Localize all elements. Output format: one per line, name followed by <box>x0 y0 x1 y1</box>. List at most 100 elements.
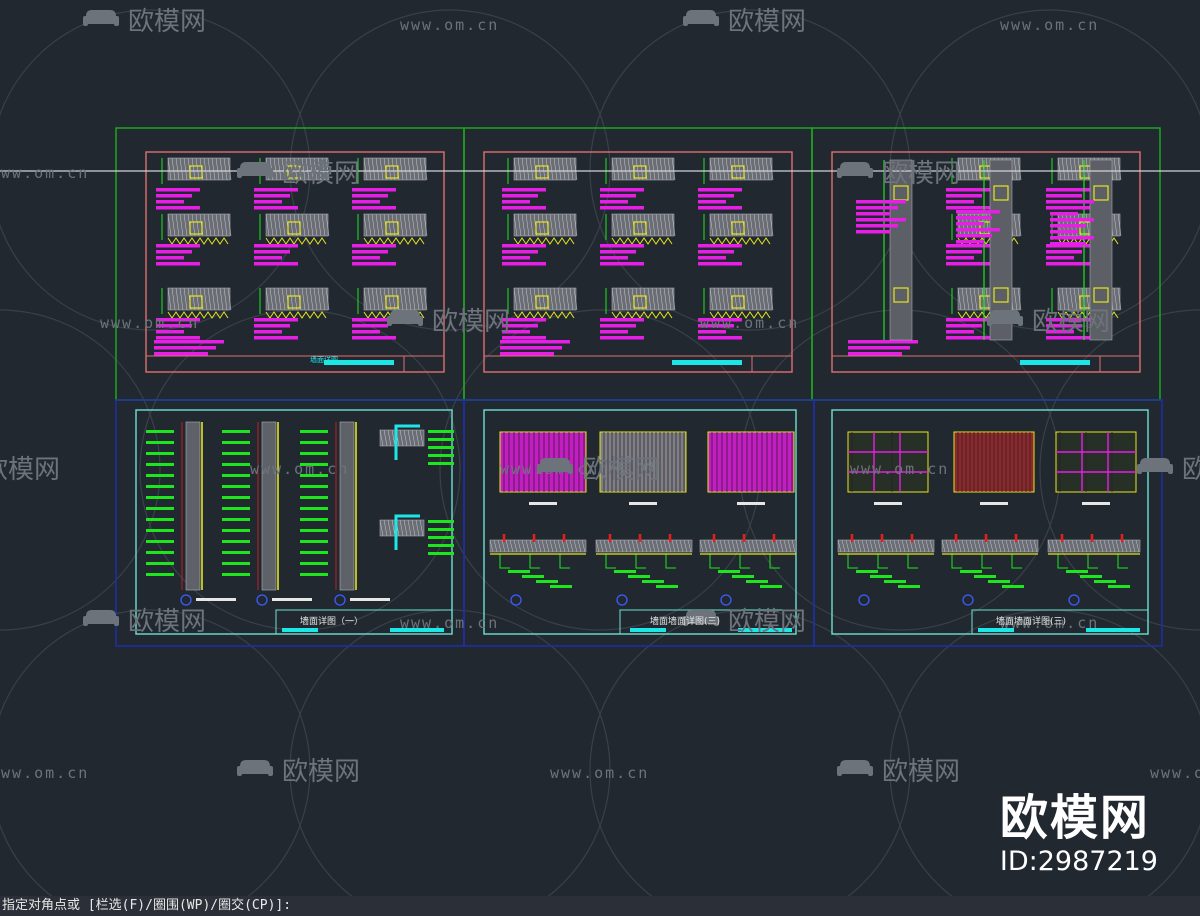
hatch-line <box>921 539 926 553</box>
hatch-line <box>399 157 404 181</box>
connector <box>635 554 646 569</box>
hatch-line <box>647 287 652 311</box>
hatch-line <box>387 429 392 447</box>
panel-label <box>1082 502 1110 505</box>
title-block-bar <box>324 360 394 365</box>
hatch-line <box>631 539 636 553</box>
hatch-line <box>885 539 890 553</box>
yellow-node <box>385 221 399 235</box>
hatch-line <box>1021 539 1026 553</box>
sofa-logo-icon <box>990 310 1020 324</box>
title-block-bar <box>1086 628 1140 632</box>
hatch-line <box>1079 539 1084 553</box>
annotation-label <box>856 200 906 204</box>
hatch-line <box>703 539 708 553</box>
watermark-url: www.om.cn <box>1000 16 1099 34</box>
hatch-line <box>293 157 298 181</box>
connector <box>529 554 540 569</box>
annotation-label <box>222 573 250 576</box>
hatch-line <box>973 287 978 311</box>
annotation-label <box>856 212 890 216</box>
hatch-line <box>1055 539 1060 553</box>
hatch-line <box>399 287 404 311</box>
annotation-label <box>946 336 990 340</box>
hatch-line <box>853 539 858 553</box>
hatch-line <box>175 287 180 311</box>
hatch-line <box>957 287 962 311</box>
annotation-label <box>300 507 328 510</box>
hatch-line <box>419 429 424 447</box>
hatch-line <box>379 157 384 181</box>
panel-label <box>737 502 765 505</box>
command-line[interactable]: 指定对角点或 [栏选(F)/圈围(WP)/圈交(CP)]: <box>0 896 1200 916</box>
hatch-line <box>537 539 542 553</box>
label-bar <box>272 598 312 601</box>
yellow-node <box>633 221 647 235</box>
hatch-line <box>489 539 494 553</box>
yellow-node <box>993 185 1009 201</box>
hatch-line <box>667 539 672 553</box>
section-marker <box>962 594 974 606</box>
yellow-node <box>633 295 647 309</box>
cyan-profile <box>394 514 420 550</box>
sheet-border <box>145 151 445 373</box>
hatch-line <box>1017 213 1022 237</box>
annotation-label <box>732 575 754 578</box>
annotation-label <box>746 580 768 583</box>
annotation-label <box>428 462 454 465</box>
hatch-line <box>321 213 326 237</box>
annotation-label <box>946 206 990 210</box>
hatch-line <box>623 539 628 553</box>
hatch-line <box>755 539 760 553</box>
drawing-sheets[interactable] <box>115 127 1163 647</box>
hatch-line <box>273 213 278 237</box>
title-block-cell <box>751 355 793 373</box>
sofa-logo-icon <box>83 16 88 26</box>
hatch-line <box>325 157 330 181</box>
hatch-line <box>857 539 862 553</box>
hatch-line <box>655 287 660 311</box>
annotation-label <box>154 346 216 350</box>
hatch-line <box>565 157 570 181</box>
hatch-line <box>1113 213 1118 237</box>
annotation-label <box>856 230 890 234</box>
hatch-line <box>595 539 600 553</box>
annotation-label <box>1046 336 1090 340</box>
annotation-label <box>600 244 644 248</box>
hatch-line <box>517 539 522 553</box>
annotation-label <box>254 194 290 198</box>
panel-label <box>980 502 1008 505</box>
hatch-line <box>171 213 176 237</box>
hatch-line <box>751 539 756 553</box>
sofa-logo-icon <box>268 766 273 776</box>
hatch-line <box>757 213 762 237</box>
hatch-line <box>627 539 632 553</box>
hatch-line <box>517 287 522 311</box>
sofa-logo-icon <box>240 162 270 176</box>
annotation-label <box>222 540 250 543</box>
hatch-line <box>671 287 676 311</box>
hatch-line <box>281 287 286 311</box>
hatch-line <box>509 539 514 553</box>
section-marker <box>616 594 628 606</box>
annotation-label <box>1046 244 1090 248</box>
hatch-line <box>1117 287 1122 311</box>
annotation-label <box>428 536 454 539</box>
hatch-line <box>941 539 946 553</box>
hatch-line <box>659 213 664 237</box>
annotation-label <box>946 318 990 322</box>
annotation-label <box>502 262 546 266</box>
hatch-line <box>619 213 624 237</box>
sofa-logo-icon <box>868 766 873 776</box>
hatch-line <box>1017 539 1022 553</box>
yellow-node <box>189 295 203 309</box>
hatch-line <box>1057 287 1062 311</box>
sheet-frame-bottom <box>813 399 1163 647</box>
hatch-line <box>1117 157 1122 181</box>
hatch-line <box>545 539 550 553</box>
hatch-line <box>565 287 570 311</box>
hatch-line <box>889 539 894 553</box>
sofa-logo-icon <box>114 616 119 626</box>
hatch-line <box>663 213 668 237</box>
